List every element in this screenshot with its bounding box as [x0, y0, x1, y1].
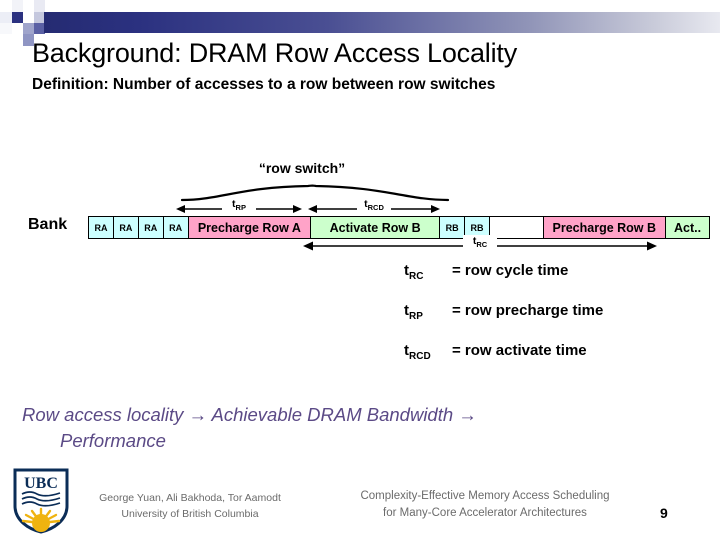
trcd-dimension-arrow: tRCD — [308, 198, 440, 217]
mosaic-block — [12, 23, 23, 34]
mosaic-block — [0, 12, 12, 23]
timeline-segment: RB — [465, 217, 490, 238]
mosaic-block — [34, 12, 45, 23]
mosaic-block — [23, 34, 34, 46]
row-switch-callout-label: “row switch” — [258, 160, 346, 176]
mosaic-block — [34, 0, 45, 12]
timeline-bar: RA RA RA RA Precharge Row A Activate Row… — [88, 216, 710, 239]
trcd-label: tRCD — [357, 198, 391, 215]
dram-timeline-diagram: “row switch” tRP tRCD Bank RA RA RA RA P… — [0, 150, 720, 270]
segment-label: RB — [445, 222, 459, 233]
mosaic-block — [23, 12, 34, 23]
legend-row: tRC = row cycle time — [404, 262, 704, 282]
timeline-segment-precharge-row-a: Precharge Row A — [188, 217, 312, 238]
segment-label: RA — [119, 222, 133, 233]
mosaic-block — [23, 23, 34, 34]
segment-label: RA — [94, 222, 108, 233]
mosaic-block — [0, 23, 12, 34]
timeline-segment-activate-trailing: Act.. — [666, 217, 710, 238]
segment-label: RA — [169, 222, 183, 233]
timing-legend: tRC = row cycle time tRP = row precharge… — [404, 262, 704, 382]
header-gradient-band — [44, 12, 720, 33]
segment-label: Activate Row B — [329, 220, 421, 235]
timeline-segment: RB — [440, 217, 466, 238]
legend-row: tRP = row precharge time — [404, 302, 704, 322]
paper-title-line-1: Complexity-Effective Memory Access Sched… — [360, 490, 610, 502]
legend-description: = row cycle time — [452, 262, 569, 279]
authors-affiliation: University of British Columbia — [121, 508, 259, 520]
timeline-segment-precharge-row-b: Precharge Row B — [543, 217, 666, 238]
trc-dimension-arrow: tRC — [303, 235, 657, 254]
segment-label: RB — [470, 222, 484, 233]
trp-dimension-arrow: tRP — [176, 198, 302, 217]
page-title: Background: DRAM Row Access Locality — [32, 38, 517, 68]
bank-label: Bank — [28, 216, 68, 233]
timeline-segment-idle — [489, 217, 544, 238]
mosaic-block — [34, 23, 45, 34]
legend-description: = row precharge time — [452, 302, 604, 319]
segment-label: Precharge Row B — [552, 220, 657, 235]
locality-line-2: Performance — [60, 430, 166, 451]
locality-statement: Row access locality → Achievable DRAM Ba… — [22, 402, 662, 454]
legend-symbol-sub: RP — [409, 311, 423, 322]
legend-symbol-sub: RCD — [409, 351, 431, 362]
trp-label: tRP — [222, 198, 256, 215]
timeline-segment: RA — [89, 217, 114, 238]
mosaic-block — [23, 0, 34, 12]
decorative-mosaic — [0, 0, 56, 46]
legend-row: tRCD = row activate time — [404, 342, 704, 362]
trc-label: tRC — [463, 235, 497, 252]
segment-label: Act.. — [673, 220, 702, 235]
paper-title-line-2: for Many-Core Accelerator Architectures — [383, 507, 587, 519]
authors-names: George Yuan, Ali Bakhoda, Tor Aamodt — [99, 492, 281, 504]
timeline-segment: RA — [113, 217, 139, 238]
segment-label: Precharge Row A — [197, 220, 301, 235]
legend-symbol: tRC — [404, 262, 424, 282]
locality-line-1: Row access locality → Achievable DRAM Ba… — [22, 404, 477, 425]
mosaic-block — [0, 0, 12, 12]
segment-label: RA — [144, 222, 158, 233]
mosaic-block — [12, 0, 23, 12]
timeline-segment: RA — [138, 217, 164, 238]
slide-number: 9 — [660, 505, 668, 521]
row-switch-brace — [180, 184, 450, 202]
mosaic-block — [12, 12, 23, 23]
legend-symbol-sub: RC — [409, 271, 424, 282]
ubc-logo: UBC — [13, 468, 69, 534]
page-subtitle: Definition: Number of accesses to a row … — [32, 76, 496, 93]
legend-description: = row activate time — [452, 342, 587, 359]
paper-title-block: Complexity-Effective Memory Access Sched… — [318, 488, 652, 522]
timeline-segment: RA — [163, 217, 189, 238]
legend-symbol: tRP — [404, 302, 423, 322]
authors-block: George Yuan, Ali Bakhoda, Tor Aamodt Uni… — [70, 490, 310, 522]
svg-text:UBC: UBC — [24, 475, 58, 492]
timeline-segment-activate-row-b: Activate Row B — [311, 217, 441, 238]
legend-symbol: tRCD — [404, 342, 431, 362]
